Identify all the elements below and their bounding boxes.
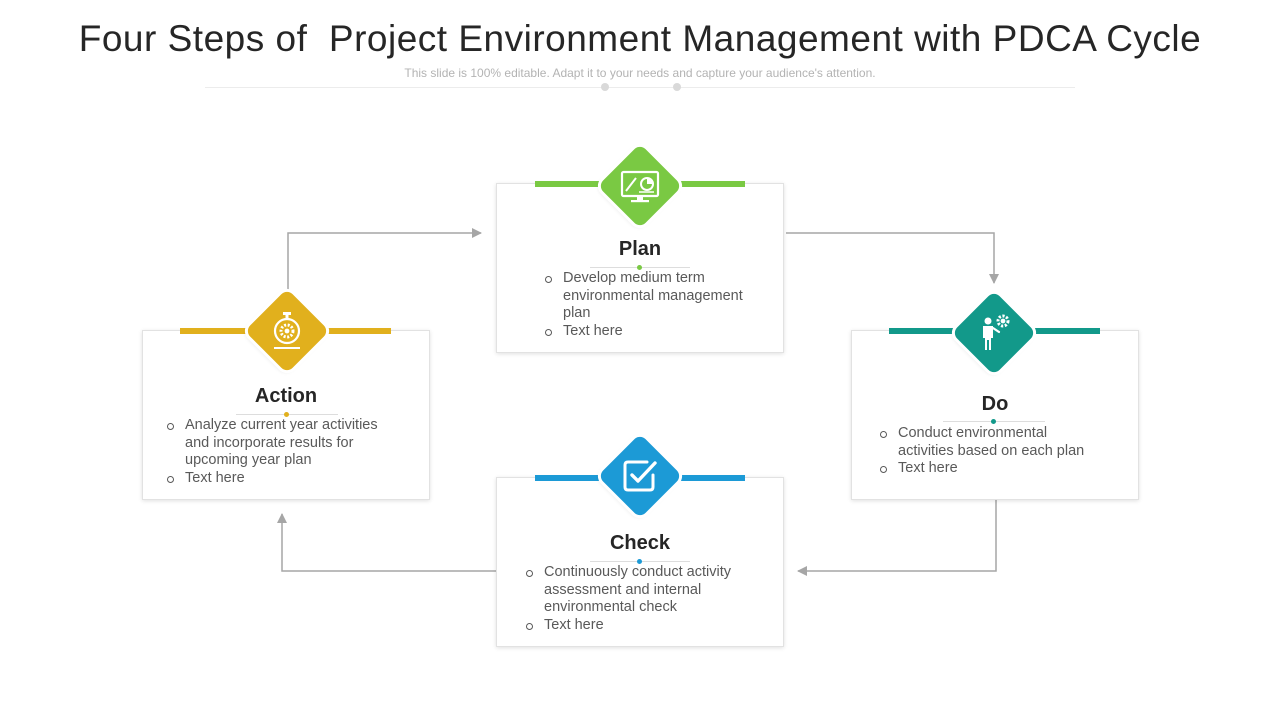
plan-point: Develop medium term environmental manage… (545, 270, 745, 323)
slide-subtitle: This slide is 100% editable. Adapt it to… (404, 66, 876, 80)
check-underline-dot (637, 559, 642, 564)
action-point: Analyze current year activities and inco… (167, 417, 392, 470)
divider-dot-left (601, 83, 609, 91)
divider-dot-right (673, 83, 681, 91)
stopwatch-gear-icon (273, 312, 301, 349)
check-point: Text here (526, 617, 746, 635)
plan-underline-dot (637, 265, 642, 270)
plan-point: Text here (545, 323, 745, 341)
connector-do-to-check (797, 500, 997, 576)
person-gear-icon (983, 314, 1010, 350)
checkbox-icon (623, 460, 657, 492)
plan-heading: Plan (618, 238, 662, 260)
do-heading: Do (981, 393, 1009, 415)
monitor-chart-icon (620, 170, 660, 203)
connector-check-to-action (277, 513, 496, 572)
title-divider (205, 87, 1075, 88)
action-heading: Action (254, 385, 318, 407)
do-point: Conduct environmental activities based o… (880, 425, 1095, 460)
connector-plan-to-do (786, 232, 999, 284)
action-point: Text here (167, 470, 392, 488)
check-heading: Check (609, 532, 671, 554)
do-underline-dot (991, 419, 996, 424)
check-points: Continuously conduct activity assessment… (526, 564, 746, 634)
check-point: Continuously conduct activity assessment… (526, 564, 746, 617)
action-points: Analyze current year activities and inco… (167, 417, 392, 487)
connector-action-to-plan (287, 228, 482, 290)
action-underline-dot (284, 412, 289, 417)
do-point: Text here (880, 460, 1095, 478)
slide-title: Four Steps of Project Environment Manage… (78, 18, 1202, 59)
plan-points: Develop medium term environmental manage… (545, 270, 745, 340)
do-points: Conduct environmental activities based o… (880, 425, 1095, 478)
